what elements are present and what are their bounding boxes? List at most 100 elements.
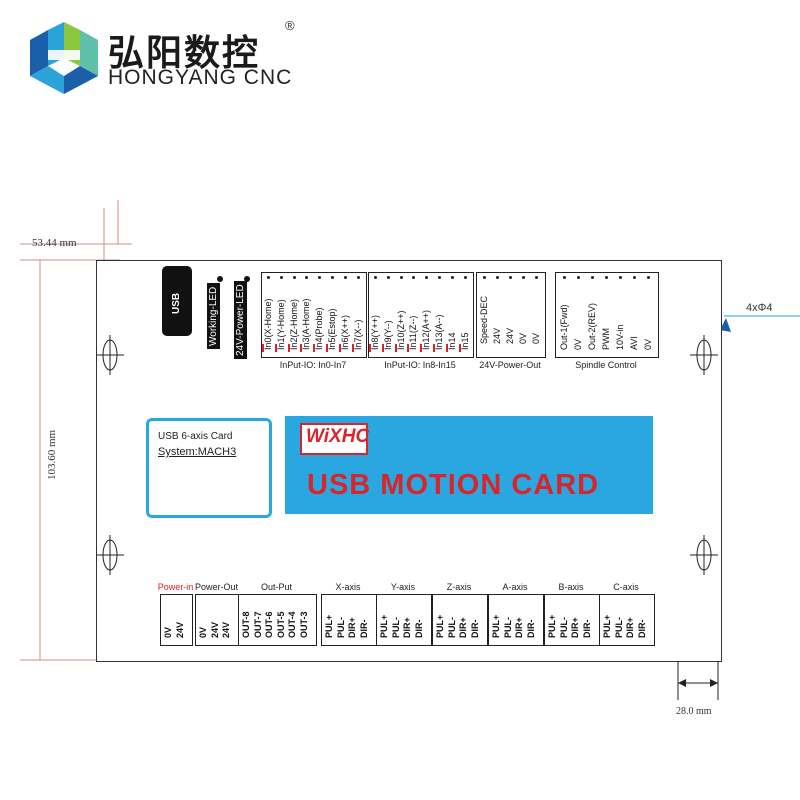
terminal-pin-label: 24V — [505, 327, 515, 344]
pin-marker — [369, 344, 371, 352]
terminal-pin-label: In10(Z++) — [395, 310, 406, 350]
terminal-pin-label: In11(Z--) — [408, 315, 419, 350]
terminal-pin-label: In3(A-Home) — [301, 298, 312, 350]
bottom-section-title: C-axis — [613, 582, 639, 592]
pin-marker — [445, 344, 448, 352]
terminal-pin-label: Out-1(Fwd) — [559, 304, 569, 350]
bottom-section-title: Y-axis — [390, 582, 416, 592]
hole-spec-dimension: 4xΦ4 — [746, 302, 773, 314]
terminal-pin-label: AVI — [629, 336, 639, 350]
terminal-pin-dot — [509, 276, 512, 279]
bottom-pin-label: PUL- — [558, 617, 569, 638]
banner-title: USB MOTION CARD — [307, 469, 600, 501]
bottom-pin-label: OUT-8 — [241, 611, 251, 638]
info-box — [146, 418, 272, 518]
terminal-pin-dot — [535, 276, 538, 279]
terminal-pin-dot — [425, 276, 429, 279]
input-io-1-terminal — [261, 272, 367, 358]
bottom-terminal-block — [544, 594, 600, 646]
terminal-pin-label: 0V — [643, 338, 653, 350]
input-io-2-title: InPut-IO: In8-In15 — [384, 360, 456, 370]
bottom-section-title: Power-in — [157, 582, 194, 592]
power-out-terminal — [476, 272, 546, 358]
bottom-pin-label: DIR- — [636, 619, 647, 639]
bottom-pin-label: OUT-4 — [287, 611, 297, 638]
bottom-terminal-block — [195, 594, 240, 646]
bottom-terminal-block — [238, 594, 317, 646]
terminal-pin-dot — [619, 276, 622, 279]
banner-logo-frame — [300, 423, 368, 455]
bottom-terminal-block — [376, 594, 432, 646]
bottom-pin-label: PUL- — [613, 617, 624, 638]
terminal-pin-label: In5(Estop) — [327, 308, 337, 350]
working-led-label: Working-LED — [207, 283, 220, 349]
terminal-pin-dot — [577, 276, 580, 279]
terminal-pin-label: In0(X-Home) — [263, 298, 273, 350]
terminal-pin-label: PWM — [601, 328, 611, 350]
terminal-pin-label: 10V-in — [615, 324, 625, 350]
pin-marker — [287, 344, 290, 352]
terminal-pin-dot — [279, 276, 283, 279]
pin-marker — [262, 344, 264, 352]
bottom-section-title: A-axis — [502, 582, 528, 592]
terminal-pin-label: 24V — [492, 327, 502, 344]
terminal-pin-dot — [483, 276, 486, 279]
bottom-section-title: Z-axis — [446, 582, 472, 592]
terminal-pin-dot — [356, 276, 360, 279]
bottom-pin-label: DIR+ — [458, 617, 468, 638]
bottom-pin-label: DIR- — [358, 619, 369, 639]
bottom-terminal-block — [488, 594, 544, 646]
power-led-dot — [244, 276, 250, 282]
power-out-title: 24V-Power-Out — [479, 360, 541, 370]
bottom-pin-label: PUL- — [502, 617, 513, 638]
working-led-dot — [217, 276, 223, 282]
terminal-pin-label: In13(A--) — [434, 314, 444, 350]
top-offset-dimension: 53.44 mm — [32, 237, 77, 249]
bottom-section-title: B-axis — [558, 582, 584, 592]
terminal-pin-label: In9(Y--) — [382, 320, 393, 350]
bottom-pin-label: DIR+ — [347, 617, 357, 638]
terminal-pin-label: In14 — [446, 332, 457, 350]
terminal-pin-dot — [496, 276, 499, 279]
bottom-pin-label: DIR+ — [402, 617, 412, 638]
banner-logo: WiXHC — [306, 426, 370, 447]
bottom-pin-label: OUT-3 — [298, 611, 309, 638]
terminal-pin-dot — [331, 276, 334, 279]
terminal-pin-label: 0V — [573, 338, 583, 350]
registered-mark: ® — [285, 18, 295, 33]
bottom-pin-label: DIR- — [413, 619, 424, 639]
pin-marker — [394, 344, 397, 352]
pin-marker — [338, 344, 341, 352]
bottom-pin-label: PUL- — [446, 617, 457, 638]
terminal-pin-dot — [591, 276, 594, 279]
bottom-pin-label: 24V — [221, 621, 231, 638]
spindle-terminal — [555, 272, 659, 358]
terminal-pin-dot — [463, 276, 467, 279]
bottom-pin-label: 0V — [163, 626, 173, 638]
brand-logo — [30, 22, 98, 94]
bottom-terminal-block — [321, 594, 377, 646]
pin-marker — [326, 344, 328, 352]
bottom-pin-label: DIR+ — [570, 617, 580, 638]
terminal-pin-label: In1(Y-Home) — [275, 299, 286, 350]
bottom-pin-label: PUL+ — [602, 614, 612, 638]
usb-connector — [162, 266, 192, 336]
terminal-pin-label: In2(Z-Home) — [288, 298, 299, 350]
terminal-pin-label: Out-2(REV) — [587, 302, 597, 350]
bottom-section-title: Out-Put — [260, 582, 292, 592]
bottom-pin-label: DIR- — [581, 619, 592, 639]
terminal-pin-label: In12(A++) — [421, 309, 432, 350]
terminal-pin-label: In7(X--) — [352, 319, 363, 350]
bottom-width-dimension: 28.0 mm — [676, 706, 712, 717]
bottom-pin-label: DIR+ — [625, 617, 635, 638]
bottom-pin-label: PUL- — [390, 617, 401, 638]
info-box-line1: USB 6-axis Card — [158, 431, 233, 442]
terminal-pin-dot — [450, 276, 454, 279]
terminal-pin-dot — [399, 276, 403, 279]
bottom-pin-label: PUL+ — [491, 614, 501, 638]
spindle-title: Spindle Control — [575, 360, 637, 370]
brand-name-cn: 弘阳数控 — [108, 33, 261, 74]
terminal-pin-dot — [563, 276, 566, 279]
bottom-terminal-block — [160, 594, 193, 646]
pin-marker — [274, 344, 277, 352]
